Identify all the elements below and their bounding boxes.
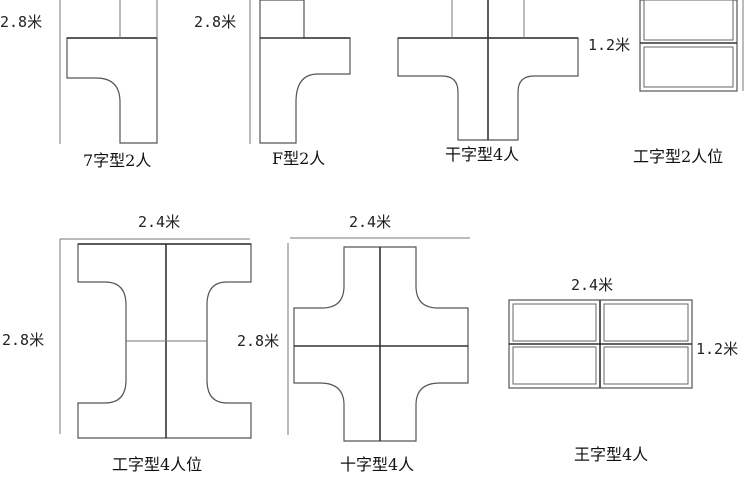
layout-caption: 干字型4人 bbox=[445, 145, 519, 164]
desk-outline bbox=[293, 246, 469, 442]
desk-panel bbox=[512, 346, 597, 385]
layout-caption: 7字型2人 bbox=[83, 151, 151, 170]
layout-gan-shape: 干字型4人 bbox=[397, 0, 579, 164]
layout-7-shape: 2.8米 7字型2人 bbox=[0, 0, 158, 170]
height-label: 2.8米 bbox=[2, 331, 44, 349]
desk-panel bbox=[603, 303, 689, 342]
width-label: 2.4米 bbox=[349, 213, 391, 231]
width-label: 2.4米 bbox=[138, 213, 180, 231]
desk-panel bbox=[512, 303, 597, 342]
desk-outline bbox=[259, 0, 351, 144]
width-label: 2.4米 bbox=[571, 276, 613, 294]
layout-caption: 王字型4人 bbox=[574, 445, 648, 464]
height-label: 2.8米 bbox=[237, 332, 279, 350]
height-label: 2.8米 bbox=[0, 13, 42, 31]
layout-caption: 工字型2人位 bbox=[633, 147, 723, 166]
desk-top-panel bbox=[643, 0, 734, 41]
layout-caption: F型2人 bbox=[272, 149, 325, 168]
desk-bottom-panel bbox=[643, 46, 734, 88]
layout-caption: 工字型4人位 bbox=[112, 455, 202, 474]
layout-gong-4-person: 2.4米 2.8米 工字型4人位 bbox=[2, 213, 252, 474]
height-label: 1.2米 bbox=[588, 36, 630, 54]
layout-caption: 十字型4人 bbox=[340, 455, 414, 474]
desk-outline bbox=[66, 37, 158, 144]
height-label: 2.8米 bbox=[194, 13, 236, 31]
layout-shi-shape: 2.4米 2.8米 十字型4人 bbox=[237, 213, 470, 474]
height-label: 1.2米 bbox=[696, 340, 738, 358]
layout-wang-shape: 2.4米 1.2米 王字型4人 bbox=[508, 276, 738, 464]
desk-panel bbox=[603, 346, 689, 385]
layout-gong-2-person: 1.2米 工字型2人位 bbox=[588, 0, 744, 166]
layout-f-shape: 2.8米 F型2人 bbox=[194, 0, 351, 168]
